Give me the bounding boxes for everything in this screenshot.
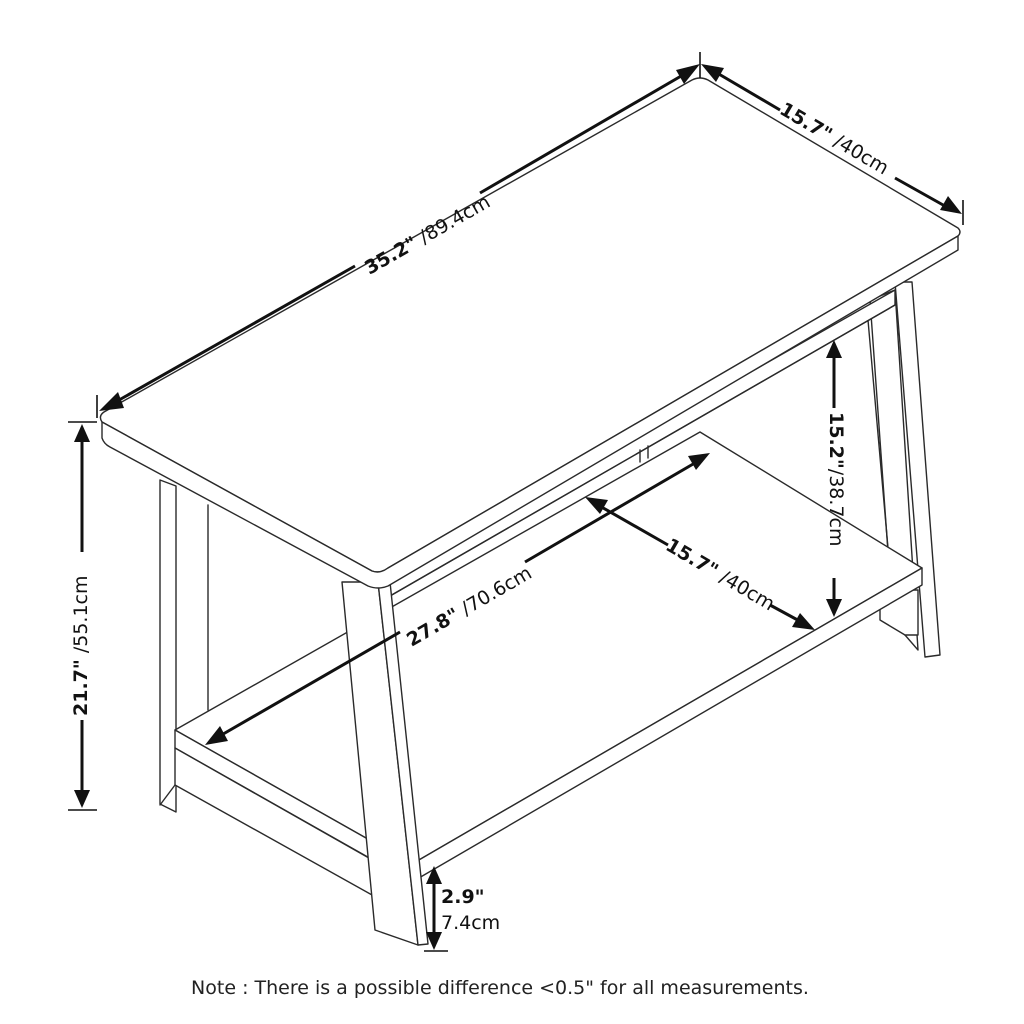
table-top: [99, 77, 961, 589]
measurement-note: Note : There is a possible difference <0…: [191, 977, 809, 999]
label-total-height-cm: 55.1cm: [70, 575, 92, 647]
label-floor-clearance-inches: 2.9": [441, 888, 485, 907]
label-shelf-clearance-cm: 38.7cm: [825, 475, 847, 547]
label-floor-clearance-cm: 7.4cm: [441, 912, 501, 934]
dimension-shelf-clearance: [826, 340, 842, 617]
label-shelf-clearance: 15.2"/38.7cm: [825, 412, 847, 547]
dimension-total-height: [68, 421, 97, 811]
back-left-leg: [159, 479, 209, 813]
label-shelf-clearance-inches: 15.2": [825, 412, 847, 469]
dimension-shelf-length: [205, 453, 710, 745]
label-total-height: 21.7" /55.1cm: [70, 575, 92, 717]
dimension-top-depth: [701, 64, 964, 225]
dimension-floor-clearance: [424, 866, 448, 952]
label-total-height-inches: 21.7": [70, 659, 92, 716]
floor-clearance-inches-text: 2.9": [441, 886, 485, 908]
label-total-height-sep: /: [70, 646, 92, 660]
dimension-top-length: [96, 52, 701, 418]
